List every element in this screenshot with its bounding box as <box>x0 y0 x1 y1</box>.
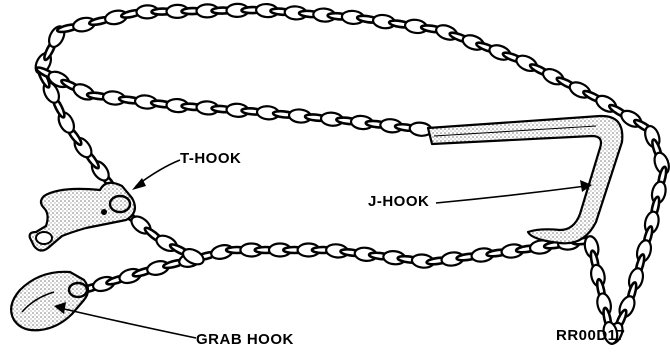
grab-hook-leader <box>60 308 196 338</box>
figure-code: RR00D17 <box>556 327 625 344</box>
t-hook-label: T-HOOK <box>180 150 241 167</box>
chain-links <box>33 3 670 346</box>
j-hook-label: J-HOOK <box>368 193 429 210</box>
t-hook <box>30 183 135 251</box>
grab-hook-label: GRAB HOOK <box>196 331 294 348</box>
j-hook-leader <box>436 186 586 203</box>
grab-hook <box>11 272 88 330</box>
j-hook <box>428 116 622 243</box>
